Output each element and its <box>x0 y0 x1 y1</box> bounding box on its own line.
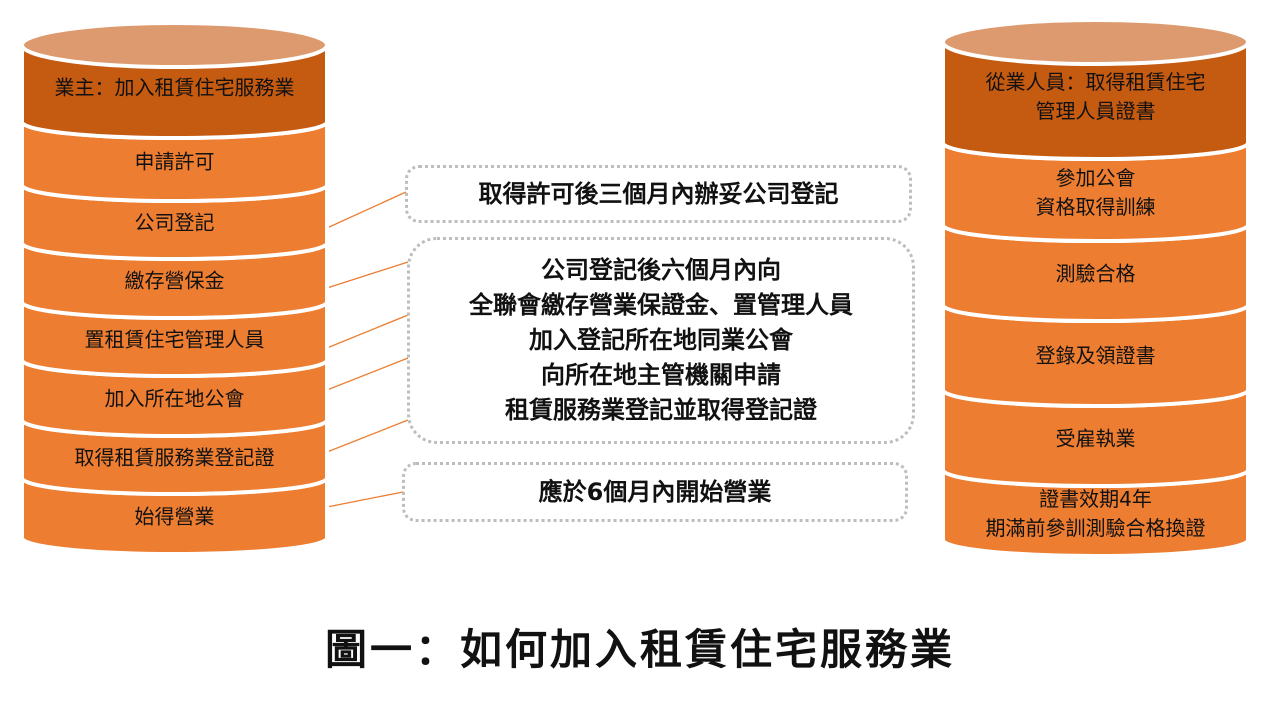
connector-line <box>326 419 409 453</box>
staff-step-label-line: 證書效期4年 <box>1039 486 1152 511</box>
staff-step-label-line: 參加公會 <box>1055 165 1136 190</box>
owner-step-label-line: 繳存營保金 <box>124 268 225 293</box>
owner-step-label: 取得租賃服務業登記證 <box>75 443 275 472</box>
owner-header-label: 業主：加入租賃住宅服務業 <box>55 74 295 103</box>
staff-header-label-line: 管理人員證書 <box>1035 99 1156 124</box>
connector-line <box>326 491 404 508</box>
connector-line <box>326 191 407 229</box>
staff-step-label-line: 期滿前參訓測驗合格換證 <box>985 515 1206 540</box>
note-line: 全聯會繳存營業保證金、置管理人員 <box>469 291 853 319</box>
owner-step-label-line: 申請許可 <box>134 149 215 174</box>
owner-step-label-line: 置租賃住宅管理人員 <box>84 327 265 352</box>
owner-step-label: 公司登記 <box>135 208 215 237</box>
owner-step-label: 加入所在地公會 <box>105 384 245 413</box>
staff-step-label: 登錄及領證書 <box>1036 342 1156 371</box>
owner-step-label-line: 公司登記 <box>134 210 215 235</box>
owner-step-label: 申請許可 <box>135 148 215 177</box>
staff-step-label: 測驗合格 <box>1056 259 1136 288</box>
note-box-start-business: 應於6個月內開始營業 <box>402 462 908 522</box>
connector-line <box>326 261 409 289</box>
staff-step-label-line: 資格取得訓練 <box>1035 194 1156 219</box>
note-line: 公司登記後六個月內向 <box>541 256 781 284</box>
owner-step-label: 置租賃住宅管理人員 <box>85 325 265 354</box>
staff-step-label-line: 測驗合格 <box>1055 261 1136 286</box>
connector-line <box>326 357 409 391</box>
owner-step-label: 始得營業 <box>135 502 215 531</box>
note-line: 加入登記所在地同業公會 <box>529 326 793 354</box>
staff-step-label-line: 登錄及領證書 <box>1035 343 1156 368</box>
staff-header-label-line: 從業人員：取得租賃住宅 <box>985 70 1206 95</box>
figure-title: 圖一：如何加入租賃住宅服務業 <box>324 625 955 674</box>
note-line: 取得許可後三個月內辦妥公司登記 <box>478 179 839 208</box>
note-line: 租賃服務業登記並取得登記證 <box>505 396 817 424</box>
staff-step-label: 證書效期4年期滿前參訓測驗合格換證 <box>986 485 1206 543</box>
staff-step-label-line: 受雇執業 <box>1055 426 1136 451</box>
connector-line <box>326 314 409 349</box>
owner-cylinder-top <box>20 21 329 69</box>
staff-step-label: 參加公會資格取得訓練 <box>1036 164 1156 222</box>
staff-cylinder-top <box>941 18 1250 66</box>
owner-step-label-line: 加入所在地公會 <box>104 386 245 411</box>
owner-step-label: 繳存營保金 <box>125 267 225 296</box>
staff-header-label: 從業人員：取得租賃住宅管理人員證書 <box>986 68 1206 126</box>
owner-step-label-line: 始得營業 <box>134 504 215 529</box>
note-line: 向所在地主管機關申請 <box>541 361 781 389</box>
owner-header-label-line: 業主：加入租賃住宅服務業 <box>54 75 295 100</box>
staff-step-label: 受雇執業 <box>1056 424 1136 453</box>
note-box-six-months-requirements: 公司登記後六個月內向 全聯會繳存營業保證金、置管理人員 加入登記所在地同業公會 … <box>407 237 915 444</box>
note-line: 應於6個月內開始營業 <box>538 477 772 506</box>
note-box-company-registration: 取得許可後三個月內辦妥公司登記 <box>405 165 912 223</box>
owner-step-label-line: 取得租賃服務業登記證 <box>74 445 275 470</box>
